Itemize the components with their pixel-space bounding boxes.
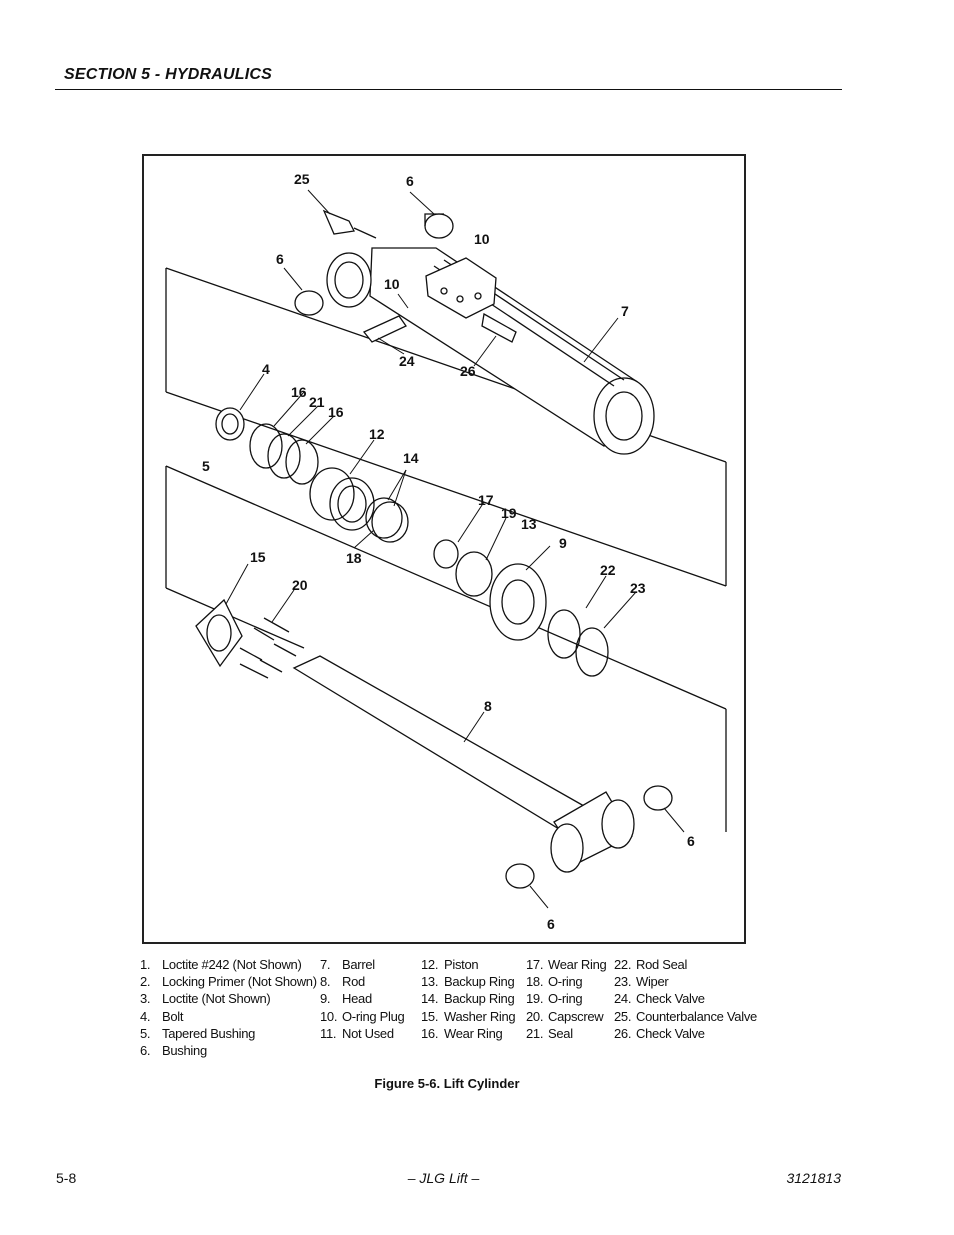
document-number: 3121813 — [786, 1170, 841, 1186]
reference-line — [165, 391, 727, 587]
callout-label: 19 — [501, 505, 517, 521]
wear-rings-part — [249, 423, 319, 485]
legend-column-3: 12.Piston 13.Backup Ring 14.Backup Ring … — [421, 956, 516, 1042]
legend-item: 15.Washer Ring — [421, 1008, 516, 1024]
legend-item: 21.Seal — [526, 1025, 573, 1041]
callout-label: 7 — [621, 303, 629, 319]
head-part — [433, 539, 609, 677]
capscrews-part — [239, 617, 297, 679]
legend-item: 11.Not Used — [320, 1025, 394, 1041]
legend-item: 23.Wiper — [614, 974, 669, 990]
legend-item: 6.Bushing — [140, 1042, 207, 1058]
legend-item: 8.Rod — [320, 974, 365, 990]
callout-label: 4 — [262, 361, 270, 377]
legend-item: 20.Capscrew — [526, 1008, 604, 1024]
callout-label: 6 — [276, 251, 284, 267]
callout-label: 10 — [474, 231, 490, 247]
legend-item: 3.Loctite (Not Shown) — [140, 991, 271, 1007]
rod-part — [292, 655, 635, 873]
callout-label: 16 — [291, 384, 307, 400]
callout-label: 12 — [369, 426, 385, 442]
legend-item: 25.Counterbalance Valve — [614, 1008, 757, 1024]
callout-label: 13 — [521, 516, 537, 532]
legend-item: 7.Barrel — [320, 957, 375, 972]
legend-item: 13.Backup Ring — [421, 974, 515, 990]
legend-item: 26.Check Valve — [614, 1025, 705, 1041]
callout-label: 21 — [309, 394, 325, 410]
reference-line — [165, 587, 305, 649]
callout-label: 20 — [292, 577, 308, 593]
legend-column-4: 17.Wear Ring 18.O-ring 19.O-ring 20.Caps… — [526, 956, 607, 1042]
legend-column-5: 22.Rod Seal 23.Wiper 24.Check Valve 25.C… — [614, 956, 757, 1042]
legend-item: 19.O-ring — [526, 991, 583, 1007]
callout-label: 8 — [484, 698, 492, 714]
legend-item: 12.Piston — [421, 957, 479, 972]
callout-label: 16 — [328, 404, 344, 420]
callout-label: 23 — [630, 580, 646, 596]
footer-title: – JLG Lift – — [407, 1170, 480, 1186]
callout-label: 14 — [403, 450, 419, 466]
section-title: SECTION 5 - HYDRAULICS — [64, 66, 272, 83]
callout-label: 6 — [687, 833, 695, 849]
legend-item: 16.Wear Ring — [421, 1025, 503, 1041]
backup-rings-part — [365, 497, 409, 543]
legend-item: 14.Backup Ring — [421, 991, 515, 1007]
legend-item: 9.Head — [320, 991, 372, 1007]
callout-label: 25 — [294, 171, 310, 187]
legend-item: 10.O-ring Plug — [320, 1008, 405, 1024]
washer-ring-part — [195, 598, 243, 668]
counterbalance-valve-part — [322, 209, 377, 239]
callout-label: 15 — [250, 549, 266, 565]
callout-label: 6 — [547, 916, 555, 932]
callout-label: 22 — [600, 562, 616, 578]
bushing-part — [294, 213, 454, 316]
legend-item: 22.Rod Seal — [614, 957, 688, 972]
legend-item: 1.Loctite #242 (Not Shown) — [140, 957, 302, 972]
legend-item: 5.Tapered Bushing — [140, 1025, 256, 1041]
legend-item: 18.O-ring — [526, 974, 583, 990]
callout-label: 18 — [346, 550, 362, 566]
legend-column-2: 7.Barrel 8.Rod 9.Head 10.O-ring Plug 11.… — [320, 956, 405, 1042]
legend-column-1: 1.Loctite #242 (Not Shown) 2.Locking Pri… — [140, 956, 317, 1059]
callout-label: 5 — [202, 458, 210, 474]
callout-label: 26 — [460, 363, 476, 379]
legend-item: 4.Bolt — [140, 1008, 184, 1024]
legend-item: 2.Locking Primer (Not Shown) — [140, 974, 317, 990]
leader-lines — [225, 189, 685, 909]
legend-item: 24.Check Valve — [614, 991, 705, 1007]
header-rule — [55, 89, 842, 90]
check-valve-part — [362, 312, 517, 343]
figure-frame: 25 6 10 6 10 7 24 26 4 16 21 16 12 14 5 … — [142, 154, 746, 944]
legend-item: 17.Wear Ring — [526, 957, 607, 972]
tapered-bushing-part — [215, 407, 245, 441]
figure-caption: Figure 5-6. Lift Cylinder — [374, 1076, 520, 1091]
reference-line — [165, 465, 727, 710]
piston-part — [309, 467, 375, 531]
callout-label: 17 — [478, 492, 494, 508]
callout-label: 9 — [559, 535, 567, 551]
manifold-block — [425, 257, 497, 319]
page-number: 5-8 — [56, 1170, 77, 1186]
exploded-view-diagram: 25 6 10 6 10 7 24 26 4 16 21 16 12 14 5 … — [165, 171, 727, 932]
callout-label: 6 — [406, 173, 414, 189]
bushing-part — [505, 785, 673, 889]
callout-label: 10 — [384, 276, 400, 292]
callout-label: 24 — [399, 353, 415, 369]
